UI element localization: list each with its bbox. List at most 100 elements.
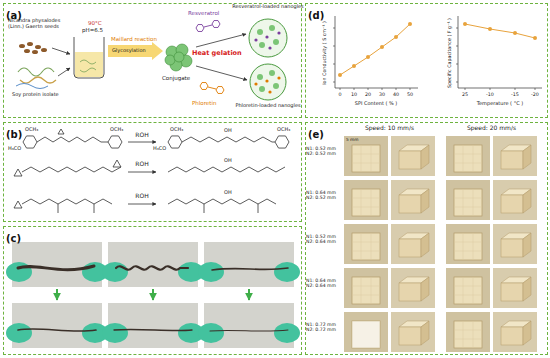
panel-b-art <box>58 129 64 134</box>
panel-c-photos <box>114 329 192 330</box>
panel-e-photos <box>493 224 537 264</box>
panel-a-art <box>200 83 208 90</box>
group-label: OH <box>224 190 232 196</box>
panel-e-photos <box>493 180 537 220</box>
reagent-label: ROH <box>135 193 148 200</box>
column-header: Speed: 10 mm/s <box>365 125 414 132</box>
axis-title: Temperature ( °C ) <box>477 101 523 107</box>
panel-e-photos <box>344 224 388 264</box>
panel-e-photos <box>493 268 537 308</box>
condition-label: 90°C <box>88 20 102 26</box>
group-label: H₃CO <box>153 146 166 152</box>
panel-a-art <box>254 31 280 49</box>
panel-a-art <box>254 82 257 85</box>
panel-c-photos <box>6 303 108 348</box>
panel-a-art <box>204 25 212 27</box>
process-label: Maillard reaction <box>111 36 157 42</box>
panel-a-art <box>74 37 104 78</box>
panel-d-charts <box>513 31 517 35</box>
panel-a-art <box>269 70 275 76</box>
panel-a-art <box>108 42 163 60</box>
panel-a-art <box>257 29 263 35</box>
panel-e-photos <box>344 268 388 308</box>
tick-label: -15 <box>511 92 519 98</box>
panel-b-art <box>37 137 108 142</box>
panel-d-charts <box>352 64 356 68</box>
panel-d-charts <box>380 45 384 49</box>
panel-b-art <box>108 136 122 148</box>
row-label: N1: 0.52 mm N2: 0.64 mm <box>306 234 343 245</box>
panel-e-photos <box>446 180 490 220</box>
panel-a-art <box>257 70 279 92</box>
panel-a-art <box>273 83 279 89</box>
panel-a-art <box>35 45 41 49</box>
material-label: Nicandra physalodes (Linn.) Gaertn seeds <box>8 18 68 30</box>
panel-a-art <box>277 31 280 34</box>
row-label: N1: 0.52 mm N2: 0.52 mm <box>306 146 343 157</box>
panel-a-art <box>165 44 192 71</box>
panel-d-charts <box>338 73 342 77</box>
panel-a-art <box>212 21 220 28</box>
panel-a-art <box>18 68 54 76</box>
panel-d-charts <box>488 27 492 31</box>
panel-b-art <box>275 136 289 148</box>
panel-e-photos <box>493 312 537 352</box>
tick-label: 30 <box>379 92 385 98</box>
panel-c-photos <box>56 289 58 300</box>
group-label: OH <box>224 128 232 134</box>
panel-e-photos <box>493 136 537 176</box>
panel-c-photos <box>18 329 96 331</box>
group-label: OCH₃ <box>170 127 183 133</box>
panel-e-photos <box>446 136 490 176</box>
panel-a-art <box>250 64 286 100</box>
reagent-label: ROH <box>135 132 148 139</box>
panel-b-art <box>128 172 156 173</box>
axis-title: Specific Capacitance ( F g⁻¹ ) <box>447 18 453 88</box>
panel-e-photos <box>391 180 435 220</box>
tick-label: 20 <box>365 92 371 98</box>
panel-c-photos <box>210 330 288 331</box>
compound-label: Phloretin <box>192 100 216 106</box>
panel-a-art <box>249 19 287 57</box>
panel-a-art <box>27 42 33 46</box>
reagent-label: ROH <box>135 161 148 168</box>
panel-a-art <box>196 25 204 32</box>
tick-label: 50 <box>407 92 413 98</box>
group-label: OCH₃ <box>110 127 123 133</box>
panel-b-art <box>128 142 156 143</box>
panel-c-photos <box>198 303 300 348</box>
panel-b-art <box>22 167 121 172</box>
panel-letter: (d) <box>306 10 326 21</box>
panel-c-photos <box>102 303 204 348</box>
panel-a-art <box>268 90 271 93</box>
panel-c-photos <box>102 242 204 287</box>
tick-label: 40 <box>393 92 399 98</box>
panel-a-art <box>20 77 56 83</box>
panel-d-charts <box>408 22 412 26</box>
panel-e-photos <box>446 268 490 308</box>
panel-d-charts <box>340 24 410 75</box>
panel-c-photos <box>116 266 188 269</box>
panel-d-charts <box>338 22 412 77</box>
panel-e-photos <box>446 312 490 352</box>
panel-a-art <box>257 74 263 80</box>
panel-a-art <box>16 84 48 89</box>
panel-b-art <box>182 137 275 142</box>
tick-label: 0 <box>338 92 341 98</box>
panel-a-art <box>19 44 25 48</box>
panel-e-photos <box>391 136 435 176</box>
panel-e-photos <box>344 136 388 176</box>
axis-title: SPI Content ( % ) <box>355 101 398 107</box>
panel-d-charts <box>456 28 535 90</box>
panel-b-art <box>23 136 37 148</box>
tick-label: -20 <box>531 92 539 98</box>
panel-d-charts <box>333 28 410 90</box>
panel-a-art <box>268 46 271 49</box>
panel-e-photos <box>344 136 537 352</box>
panel-e-photos <box>391 312 435 352</box>
panel-d-charts <box>394 35 398 39</box>
panel-letter: (b) <box>4 129 24 140</box>
panel-e-photos <box>446 224 490 264</box>
group-label: H₃CO <box>8 146 21 152</box>
